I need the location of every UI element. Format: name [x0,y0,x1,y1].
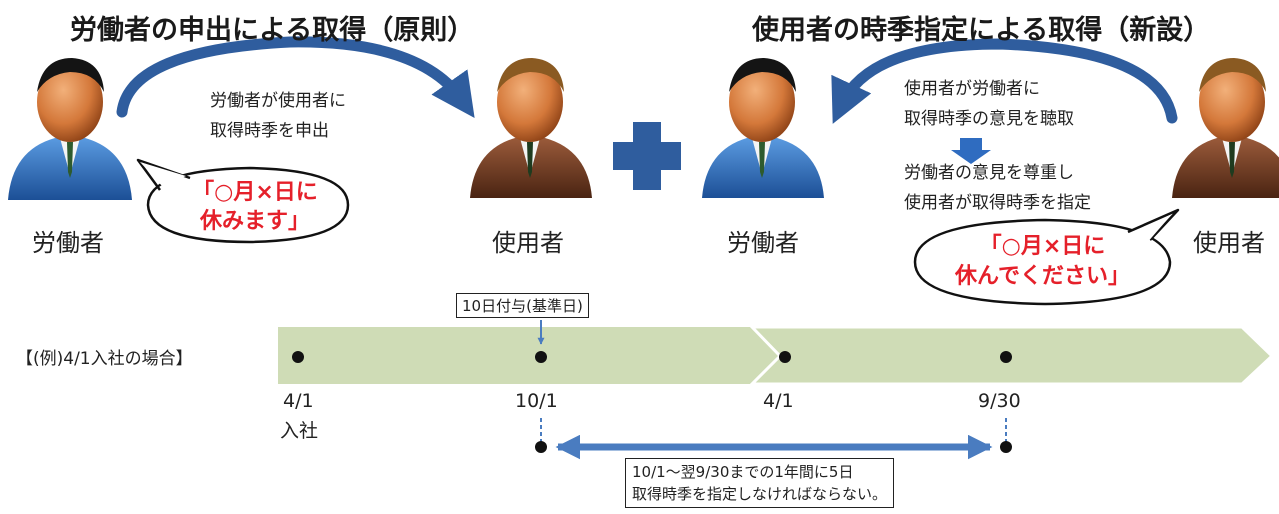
timeline-date-2: 10/1 [515,390,558,412]
timeline-date-1: 4/1 [283,390,314,412]
period-start-point [535,441,547,453]
left-arrow-note-line1: 労働者が使用者に [210,91,346,111]
left-bubble-line1: 「○月×日に [192,180,318,205]
employer-icon-left [470,58,592,198]
grant-box: 10日付与(基準日) [456,293,589,318]
speech-bubble-right [913,218,1172,306]
left-section-title: 労働者の申出による取得（原則） [70,15,475,46]
period-note-line1: 10/1～翌9/30までの1年間に5日 [632,463,854,481]
left-bubble-line2: 休みます」 [199,209,310,234]
period-note-box: 10/1～翌9/30までの1年間に5日 取得時季を指定しなければならない。 [625,458,895,508]
request-arrow [116,36,475,119]
down-arrow-icon [951,138,991,164]
right-employer-label: 使用者 [1193,229,1265,257]
hearing-arrow [831,38,1178,124]
timeline-date-4: 9/30 [978,390,1021,412]
timeline-band-second [748,325,1275,386]
worker-icon-right [702,58,824,198]
left-employer-label: 使用者 [492,229,564,257]
worker-icon-left [8,58,132,200]
left-worker-label: 労働者 [32,229,104,257]
right-step2-note: 労働者の意見を尊重し 使用者が取得時季を指定 [904,158,1091,218]
right-step2-line2: 使用者が取得時季を指定 [904,193,1091,213]
right-step2-line1: 労働者の意見を尊重し [904,163,1074,183]
left-arrow-note: 労働者が使用者に 取得時季を申出 [210,86,346,146]
timeline-point-4 [1000,351,1012,363]
right-arrow-note-line2: 取得時季の意見を聴取 [904,109,1074,129]
right-bubble-text: 「○月×日に 休んでください」 [915,232,1170,292]
right-worker-label: 労働者 [727,229,799,257]
left-bubble-text: 「○月×日に 休みます」 [160,178,350,236]
right-arrow-note-line1: 使用者が労働者に [904,79,1040,99]
right-bubble-line2: 休んでください」 [955,264,1130,289]
timeline-point-1 [292,351,304,363]
timeline-sub-1: 入社 [280,420,319,442]
right-arrow-note: 使用者が労働者に 取得時季の意見を聴取 [904,74,1074,134]
left-arrow-note-line2: 取得時季を申出 [210,121,329,141]
timeline-band-first [278,327,783,384]
right-bubble-line1: 「○月×日に [979,234,1106,259]
period-note-line2: 取得時季を指定しなければならない。 [632,485,888,503]
timeline-point-3 [779,351,791,363]
period-end-point [1000,441,1012,453]
timeline-point-2 [535,351,547,363]
employer-icon-right [1172,58,1279,198]
timeline-date-3: 4/1 [763,390,794,412]
plus-icon [613,122,681,190]
example-label: 【(例)4/1入社の場合】 [16,349,193,369]
right-section-title: 使用者の時季指定による取得（新設） [752,15,1211,46]
